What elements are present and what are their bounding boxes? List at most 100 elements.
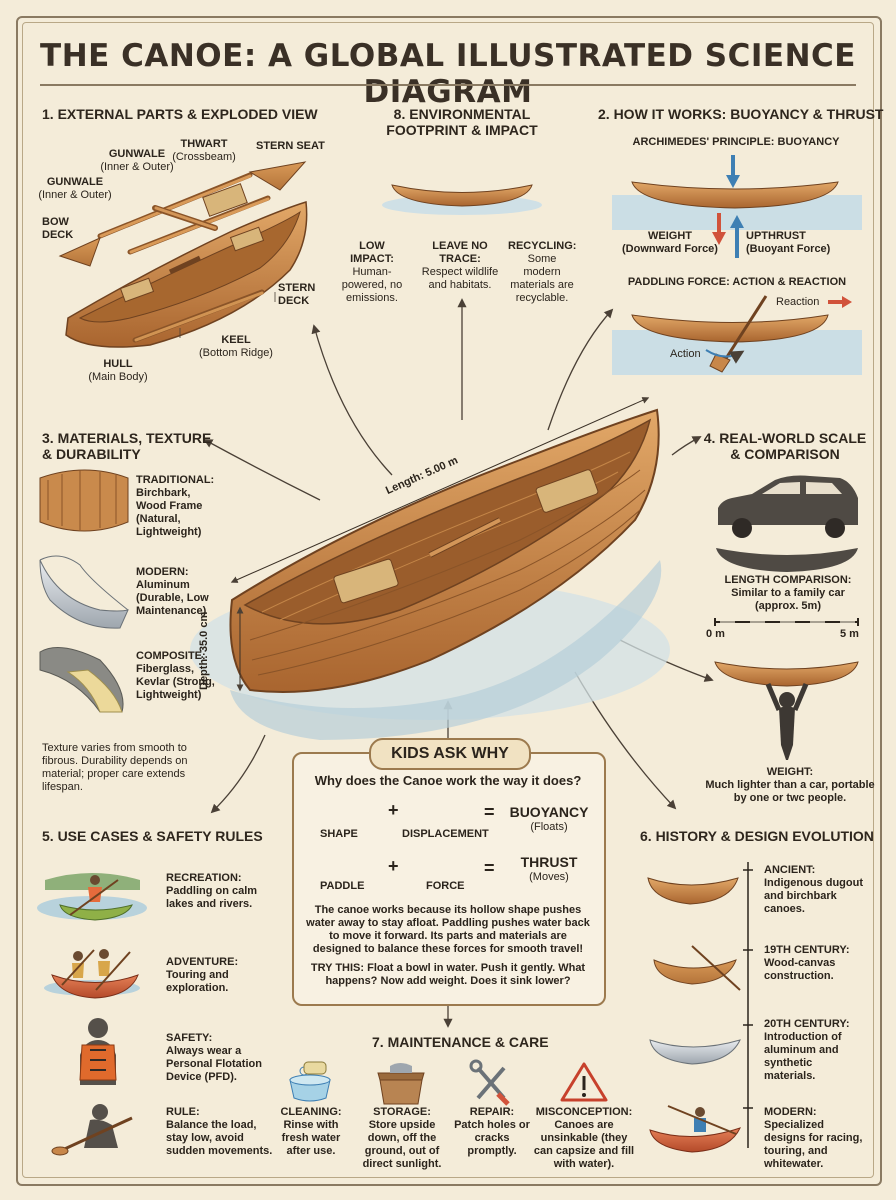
material-title: MODERN: xyxy=(136,566,189,578)
keel-label: KEEL(Bottom Ridge) xyxy=(196,334,276,360)
use-case-text: Balance the load, stay low, avoid sudden… xyxy=(166,1119,273,1157)
exploded-view xyxy=(58,161,308,348)
history-title: 19TH CENTURY: xyxy=(764,944,850,956)
length-comparison-text: Similar to a family car (approx. 5m) xyxy=(731,587,845,612)
scale-end-label: 5 m xyxy=(840,628,859,640)
use-case-text: Touring and exploration. xyxy=(166,969,229,994)
env-item-title: LEAVE NO TRACE: xyxy=(432,240,488,265)
care-title: MISCONCEPTION: xyxy=(535,1106,633,1118)
weight-comparison-text: Much lighter than a car, portable by one… xyxy=(705,779,875,804)
material-composite: COMPOSITE:Fiberglass, Kevlar (Strong, Li… xyxy=(136,650,216,702)
force-label: FORCE xyxy=(426,880,465,892)
material-title: TRADITIONAL: xyxy=(136,474,215,486)
thwart-label: THWART(Crossbeam) xyxy=(164,138,244,164)
history-text: Indigenous dugout and birchbark canoes. xyxy=(764,877,863,915)
env-item-title: RECYCLING: xyxy=(508,240,577,252)
weight-label: WEIGHT(Downward Force) xyxy=(622,230,718,256)
arrow-to-section-5 xyxy=(210,734,266,814)
inner-border xyxy=(22,22,874,1178)
env-item-low-impact: LOW IMPACT:Human-powered, no emissions. xyxy=(340,240,404,305)
dimension-lines xyxy=(230,397,650,692)
action-label: Action xyxy=(670,348,701,360)
plus-sign-2: + xyxy=(388,856,399,876)
history-modern: MODERN:Specialized designs for racing, t… xyxy=(764,1106,864,1171)
equals-sign: = xyxy=(484,802,495,822)
gunwale-label-1: GUNWALE(Inner & Outer) xyxy=(92,148,182,174)
section-1-heading: 1. EXTERNAL PARTS & EXPLODED VIEW xyxy=(42,106,318,122)
care-text: Store upside down, off the ground, out o… xyxy=(362,1119,442,1170)
weight-comparison: WEIGHT:Much lighter than a car, portable… xyxy=(700,766,880,805)
care-misconception: MISCONCEPTION:Canoes are unsinkable (the… xyxy=(530,1106,638,1171)
displacement-label: DISPLACEMENT xyxy=(402,828,489,840)
env-item-text: Some modern materials are recyclable. xyxy=(510,253,574,304)
weight-comparison-title: WEIGHT: xyxy=(766,766,814,778)
care-text: Patch holes or cracks promptly. xyxy=(454,1119,530,1157)
gunwale-label-2: GUNWALE(Inner & Outer) xyxy=(30,176,120,202)
shape-label: SHAPE xyxy=(320,828,358,840)
stern-deck-label: STERN DECK xyxy=(278,282,316,307)
thwart-label-title: THWART xyxy=(180,138,228,150)
paddle-label: PADDLE xyxy=(320,880,365,892)
buoyancy-sub: (Floats) xyxy=(530,821,568,833)
thrust-title: THRUST xyxy=(520,854,578,870)
section-3-heading: 3. MATERIALS, TEXTURE & DURABILITY xyxy=(42,430,212,462)
arrow-to-section-1 xyxy=(311,324,393,476)
kids-question: Why does the Canoe work the way it does? xyxy=(314,773,582,788)
care-title: CLEANING: xyxy=(280,1106,342,1118)
buoyancy-title: BUOYANCY xyxy=(509,804,589,820)
section-8-heading: 8. ENVIRONMENTAL FOOTPRINT & IMPACT xyxy=(386,106,538,138)
care-repair: REPAIR:Patch holes or cracks promptly. xyxy=(454,1106,530,1158)
use-case-title: ADVENTURE: xyxy=(166,956,239,968)
paddling-diagram xyxy=(612,295,862,375)
keel-label-title: KEEL xyxy=(221,334,251,346)
buoyancy-result: BUOYANCY(Floats) xyxy=(504,804,594,834)
history-images xyxy=(647,862,753,1153)
arrow-to-section-3 xyxy=(203,439,321,501)
thrust-result: THRUST(Moves) xyxy=(504,854,594,884)
care-cleaning: CLEANING:Rinse with fresh water after us… xyxy=(270,1106,352,1158)
history-20th-century: 20TH CENTURY:Introduction of aluminum an… xyxy=(764,1018,864,1083)
title-divider xyxy=(40,84,856,86)
archimedes-label: ARCHIMEDES' PRINCIPLE: BUOYANCY xyxy=(632,136,840,148)
care-title: REPAIR: xyxy=(469,1106,515,1118)
use-case-title: SAFETY: xyxy=(166,1032,213,1044)
material-traditional: TRADITIONAL:Birchbark, Wood Frame (Natur… xyxy=(136,474,216,539)
reaction-label: Reaction xyxy=(776,296,820,308)
section-2-heading: 2. HOW IT WORKS: BUOYANCY & THRUST xyxy=(598,106,884,122)
section-4-heading: 4. REAL-WORLD SCALE & COMPARISON xyxy=(703,430,867,462)
use-case-safety: SAFETY:Always wear a Personal Flotation … xyxy=(166,1032,276,1084)
outer-border xyxy=(16,16,882,1186)
section-7-heading: 7. MAINTENANCE & CARE xyxy=(372,1034,549,1050)
material-text: Birchbark, Wood Frame (Natural, Lightwei… xyxy=(136,487,203,538)
env-item-title: LOW IMPACT: xyxy=(350,240,394,265)
care-text: Canoes are unsinkable (they can capsize … xyxy=(533,1119,635,1170)
material-swatches xyxy=(39,469,129,713)
length-comparison-title: LENGTH COMPARISON: xyxy=(724,574,852,586)
env-item-text: Respect wildlife and habitats. xyxy=(421,266,499,291)
use-case-text: Always wear a Personal Flotation Device … xyxy=(166,1045,262,1083)
env-item-text: Human-powered, no emissions. xyxy=(341,266,403,304)
kids-try-this: TRY THIS: Float a bowl in water. Push it… xyxy=(310,962,586,987)
section-6-heading: 6. HISTORY & DESIGN EVOLUTION xyxy=(640,828,874,844)
use-case-images xyxy=(37,873,147,1156)
upthrust-label: UPTHRUST(Buoyant Force) xyxy=(746,230,846,256)
material-text: Fiberglass, Kevlar (Strong, Lightweight) xyxy=(136,663,215,701)
page-title: THE CANOE: A GLOBAL ILLUSTRATED SCIENCE … xyxy=(40,38,856,110)
care-storage: STORAGE:Store upside down, off the groun… xyxy=(354,1106,450,1171)
paddling-force-label: PADDLING FORCE: ACTION & REACTION xyxy=(627,276,847,288)
care-title: STORAGE: xyxy=(373,1106,431,1118)
history-ancient: ANCIENT:Indigenous dugout and birchbark … xyxy=(764,864,864,916)
scale-start-label: 0 m xyxy=(706,628,725,640)
materials-note: Texture varies from smooth to fibrous. D… xyxy=(42,742,188,793)
length-comparison: LENGTH COMPARISON:Similar to a family ca… xyxy=(708,574,868,613)
upthrust-label-title: UPTHRUST xyxy=(746,230,806,242)
keel-label-sub: (Bottom Ridge) xyxy=(199,347,273,359)
use-case-title: RULE: xyxy=(166,1106,200,1118)
use-case-text: Paddling on calm lakes and rivers. xyxy=(166,885,258,910)
thwart-label-sub: (Crossbeam) xyxy=(172,151,236,163)
care-text: Rinse with fresh water after use. xyxy=(281,1119,341,1157)
plus-sign: + xyxy=(388,800,399,820)
weight-label-title: WEIGHT xyxy=(648,230,692,242)
gunwale-label-2-sub: (Inner & Outer) xyxy=(38,189,112,201)
